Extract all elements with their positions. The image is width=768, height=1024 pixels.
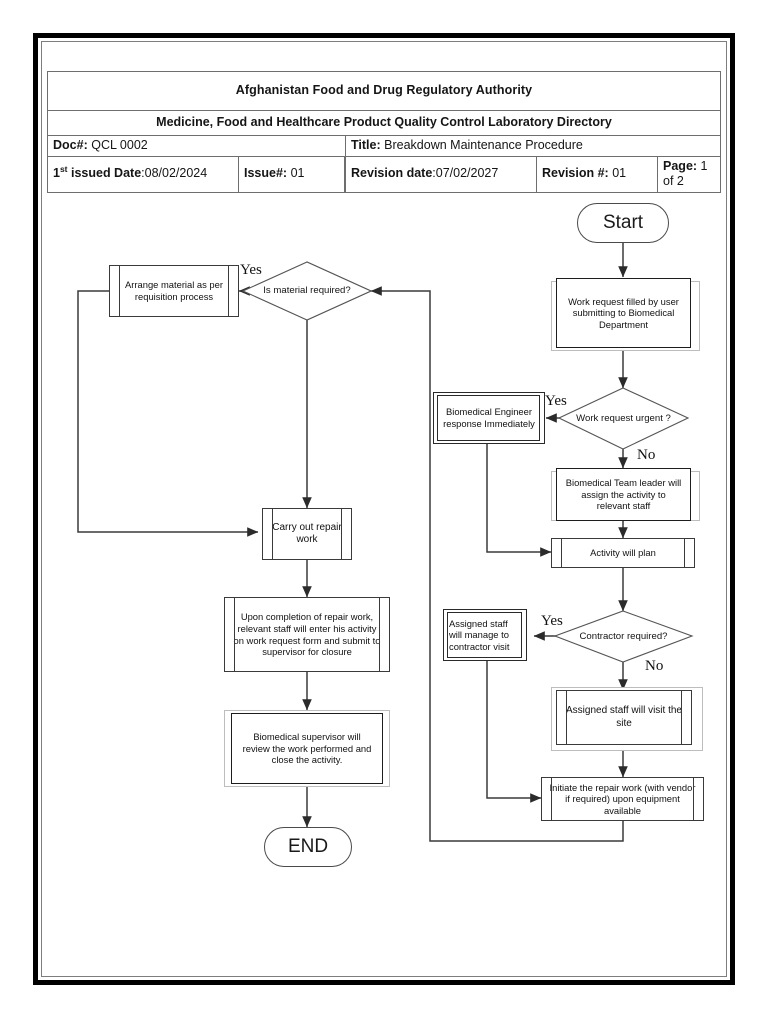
header-row-authority: Afghanistan Food and Drug Regulatory Aut… <box>47 71 721 111</box>
node-work-request-label: Work request filled by user submitting t… <box>568 295 679 330</box>
node-decision-urgent-label: Work request urgent ? <box>576 412 671 424</box>
node-team-leader-label: Biomedical Team leader will assign the a… <box>565 477 682 512</box>
issued-date-label: 1st issued Date <box>53 164 142 181</box>
issued-date-cell: 1st issued Date:08/02/2024 <box>47 155 239 193</box>
node-manage-contractor[interactable]: Assigned staff will manage to contractor… <box>443 609 527 661</box>
directory-subtitle: Medicine, Food and Healthcare Product Qu… <box>47 110 721 136</box>
edge-group <box>77 243 628 842</box>
node-team-leader[interactable]: Biomedical Team leader will assign the a… <box>556 468 691 521</box>
page-number-cell: Page: 1 of 2 <box>657 155 721 193</box>
node-end[interactable]: END <box>264 827 352 867</box>
issue-number-cell: Issue#: 01 <box>238 155 345 193</box>
node-initiate-repair[interactable]: Initiate the repair work (with vendor if… <box>541 777 704 821</box>
node-decision-contractor[interactable]: Contractor required? <box>555 611 692 662</box>
node-visit-site-label: Assigned staff will visit the site <box>566 705 682 729</box>
edge-label-urgent-no: No <box>637 447 656 463</box>
document-header-table: Afghanistan Food and Drug Regulatory Aut… <box>46 71 721 193</box>
revision-number-label: Revision #: <box>542 166 609 181</box>
node-upon-completion[interactable]: Upon completion of repair work, relevant… <box>224 597 390 672</box>
doc-title-label: Title: <box>351 138 381 152</box>
edge-label-material-yes: Yes <box>240 262 262 278</box>
node-supervisor-review-label: Biomedical supervisor will review the wo… <box>242 731 372 766</box>
revision-number-value: 01 <box>612 166 627 181</box>
node-visit-site[interactable]: Assigned staff will visit the site <box>556 690 692 745</box>
issue-number-value: 01 <box>290 166 305 181</box>
node-initiate-repair-label: Initiate the repair work (with vendor if… <box>549 781 696 816</box>
node-engineer-response-inner-frame <box>437 395 540 441</box>
doc-title-value: Breakdown Maintenance Procedure <box>384 138 583 152</box>
edge-label-urgent-yes: Yes <box>545 393 567 409</box>
revision-date-label: Revision date <box>351 166 433 181</box>
node-decision-material[interactable]: Is material required? <box>243 262 371 320</box>
node-activity-plan[interactable]: Activity will plan <box>551 538 695 568</box>
node-manage-contractor-inner-frame <box>447 612 522 658</box>
node-carry-out-repair[interactable]: Carry out repair work <box>262 508 352 560</box>
node-upon-completion-label: Upon completion of repair work, relevant… <box>233 611 381 658</box>
node-end-label: END <box>287 836 329 857</box>
page-number-label: Page: <box>663 158 698 173</box>
authority-title: Afghanistan Food and Drug Regulatory Aut… <box>47 71 721 111</box>
page-border-outer <box>33 33 735 985</box>
revision-date-cell: Revision date:07/02/2027 <box>345 155 538 193</box>
doc-number-label: Doc#: <box>53 138 88 152</box>
edge-label-contractor-yes: Yes <box>541 613 563 629</box>
decision-contractor-shape <box>553 610 694 663</box>
doc-number-value: QCL 0002 <box>91 138 148 152</box>
revision-date-value: :07/02/2027 <box>432 166 499 181</box>
decision-urgent-shape <box>557 387 690 450</box>
header-row-revision: 1st issued Date:08/02/2024 Issue#: 01 Re… <box>47 155 721 193</box>
node-supervisor-review[interactable]: Biomedical supervisor will review the wo… <box>231 713 383 784</box>
page-number-value: 1 of 2 <box>663 158 708 189</box>
node-carry-out-repair-label: Carry out repair work <box>272 521 342 546</box>
node-decision-contractor-label: Contractor required? <box>579 630 668 642</box>
node-decision-urgent[interactable]: Work request urgent ? <box>559 388 688 449</box>
issue-number-label: Issue#: <box>244 166 288 181</box>
node-work-request[interactable]: Work request filled by user submitting t… <box>556 278 691 348</box>
header-row-subtitle: Medicine, Food and Healthcare Product Qu… <box>47 110 721 136</box>
node-manage-contractor-label: Assigned staff will manage to contractor… <box>449 617 510 652</box>
issued-ordinal-suffix: st <box>59 164 68 175</box>
issued-date-value: :08/02/2024 <box>141 166 208 181</box>
node-engineer-response-label: Biomedical Engineer response Immediately <box>443 406 535 429</box>
revision-number-cell: Revision #: 01 <box>536 155 659 193</box>
spacer-cell <box>344 155 346 193</box>
node-activity-plan-label: Activity will plan <box>590 547 656 559</box>
node-decision-material-label: Is material required? <box>263 285 351 297</box>
edge-label-contractor-no: No <box>645 658 664 674</box>
node-start-label: Start <box>602 212 644 233</box>
decision-material-shape2 <box>241 261 373 321</box>
page-border-inner <box>41 41 727 977</box>
node-start[interactable]: Start <box>577 203 669 243</box>
node-arrange-material[interactable]: Arrange material as per requisition proc… <box>109 265 239 317</box>
node-arrange-material-label: Arrange material as per requisition proc… <box>125 279 223 302</box>
